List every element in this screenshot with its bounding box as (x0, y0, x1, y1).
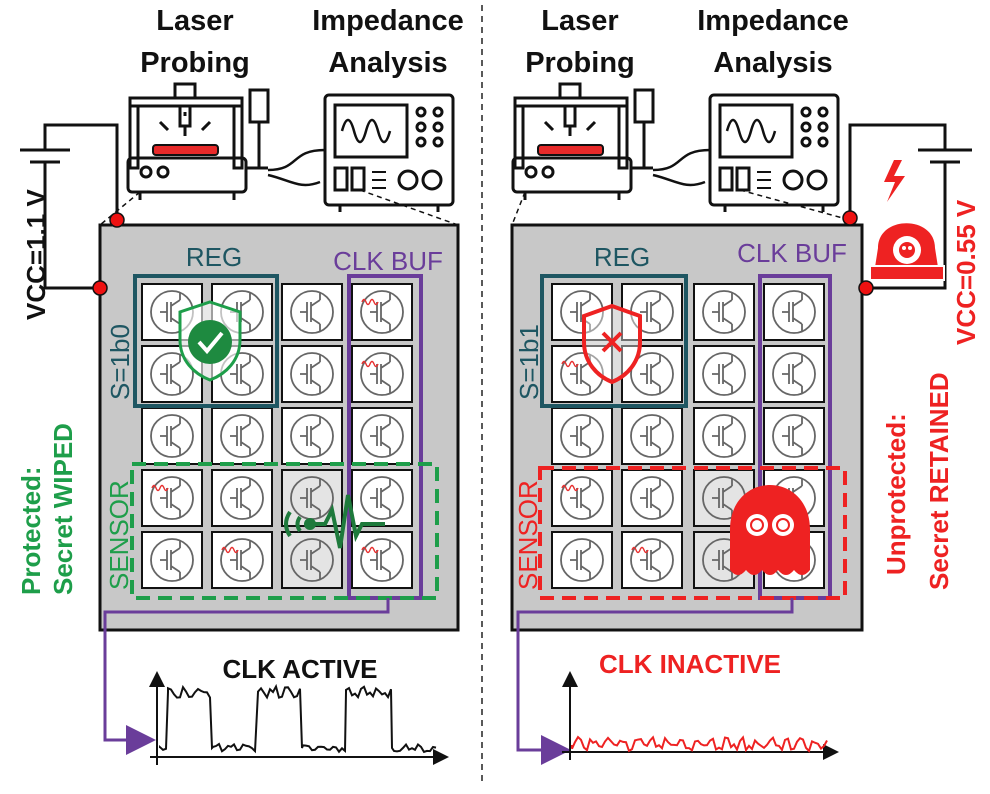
cell-grid-right (551, 283, 825, 589)
impedance-title-line1: Impedance (697, 5, 849, 37)
transistor-cell (763, 345, 825, 403)
clk-label: CLK INACTIVE (599, 649, 781, 679)
clk-label: CLK ACTIVE (222, 654, 377, 684)
zoom-line-right (739, 189, 851, 221)
clkbuf-label: CLK BUF (737, 238, 847, 268)
vcc-contact-top (109, 212, 125, 228)
laser-title-line1: Laser (541, 5, 618, 37)
impedance-title-line1: Impedance (312, 5, 464, 37)
vcc-contact-top (842, 210, 858, 226)
transistor-cell (141, 531, 203, 589)
shield-x-icon (582, 303, 642, 385)
clk-active-waveform (159, 683, 437, 754)
transistor-cell (621, 407, 683, 465)
transistor-cell (621, 469, 683, 527)
vcc-supply-left (20, 123, 119, 290)
status-line1: Protected: (16, 466, 46, 595)
laser-title-line1: Laser (156, 5, 233, 37)
transistor-cell (351, 283, 413, 341)
transistor-cell (763, 283, 825, 341)
transistor-cell (351, 407, 413, 465)
status-line2: Secret RETAINED (924, 372, 954, 590)
transistor-cell (763, 407, 825, 465)
state-label: S=1b0 (105, 324, 135, 400)
transistor-cell (141, 469, 203, 527)
right-panel: Laser Probing Impedance Analysis (510, 5, 981, 765)
transistor-cell (281, 283, 343, 341)
probe-cable (267, 148, 326, 172)
transistor-cell (351, 469, 413, 527)
laser-title-line2: Probing (140, 47, 250, 79)
transistor-cell (211, 531, 273, 589)
status-line1: Unprotected: (881, 413, 911, 575)
shield-check-icon (178, 300, 242, 382)
transistor-cell (551, 345, 613, 403)
laser-beam-spot (152, 144, 219, 156)
impedance-title-line2: Analysis (328, 47, 447, 79)
transistor-cell (693, 407, 755, 465)
transistor-cell (211, 469, 273, 527)
clkbuf-label: CLK BUF (333, 246, 443, 276)
sensor-wave-icon (284, 494, 385, 549)
transistor-cell (281, 531, 343, 589)
impedance-title-line2: Analysis (713, 47, 832, 79)
sensor-label: SENSOR (513, 480, 543, 590)
impedance-analyzer-icon (323, 93, 455, 212)
transistor-cell (281, 345, 343, 403)
transistor-cell (551, 407, 613, 465)
sensor-label: SENSOR (104, 480, 134, 590)
vcc-supply-right (848, 123, 972, 290)
clk-wire-left (103, 598, 390, 755)
transistor-cell (281, 407, 343, 465)
transistor-cell (621, 531, 683, 589)
vcc-label: VCC=1.1 V (21, 189, 51, 320)
transistor-cell (551, 469, 613, 527)
ghost-icon (730, 485, 810, 575)
transistor-cell (621, 345, 683, 403)
transistor-cell (693, 283, 755, 341)
sensor-box (538, 466, 847, 600)
zoom-line-left (511, 191, 526, 226)
transistor-cell (141, 407, 203, 465)
impedance-analyzer-icon (708, 93, 840, 212)
clk-inactive-waveform (571, 735, 828, 753)
reg-label: REG (186, 242, 242, 272)
transistor-cell (351, 345, 413, 403)
clk-wire-right (516, 598, 794, 765)
transistor-cell (211, 407, 273, 465)
zoom-line-right (359, 189, 459, 226)
probe-cable-2 (652, 173, 706, 187)
transistor-cell (693, 345, 755, 403)
vcc-label: VCC=0.55 V (951, 199, 981, 345)
left-panel: Laser Probing Impedance Analysis (16, 5, 464, 765)
transistor-cell (551, 531, 613, 589)
status-line2: Secret WIPED (48, 423, 78, 595)
vcc-contact-side (858, 280, 874, 296)
reg-box (540, 274, 688, 408)
vcc-contact-side (92, 280, 108, 296)
laser-probe-station-icon (511, 82, 655, 200)
reg-label: REG (594, 242, 650, 272)
transistor-cell (351, 531, 413, 589)
laser-beam-spot (537, 144, 604, 156)
probe-cable (652, 148, 711, 172)
hacker-icon (869, 160, 945, 281)
probe-cable-2 (267, 173, 321, 187)
laser-probe-station-icon (126, 82, 270, 200)
state-label: S=1b1 (514, 324, 544, 400)
reg-box (133, 274, 279, 408)
laser-title-line2: Probing (525, 47, 635, 79)
